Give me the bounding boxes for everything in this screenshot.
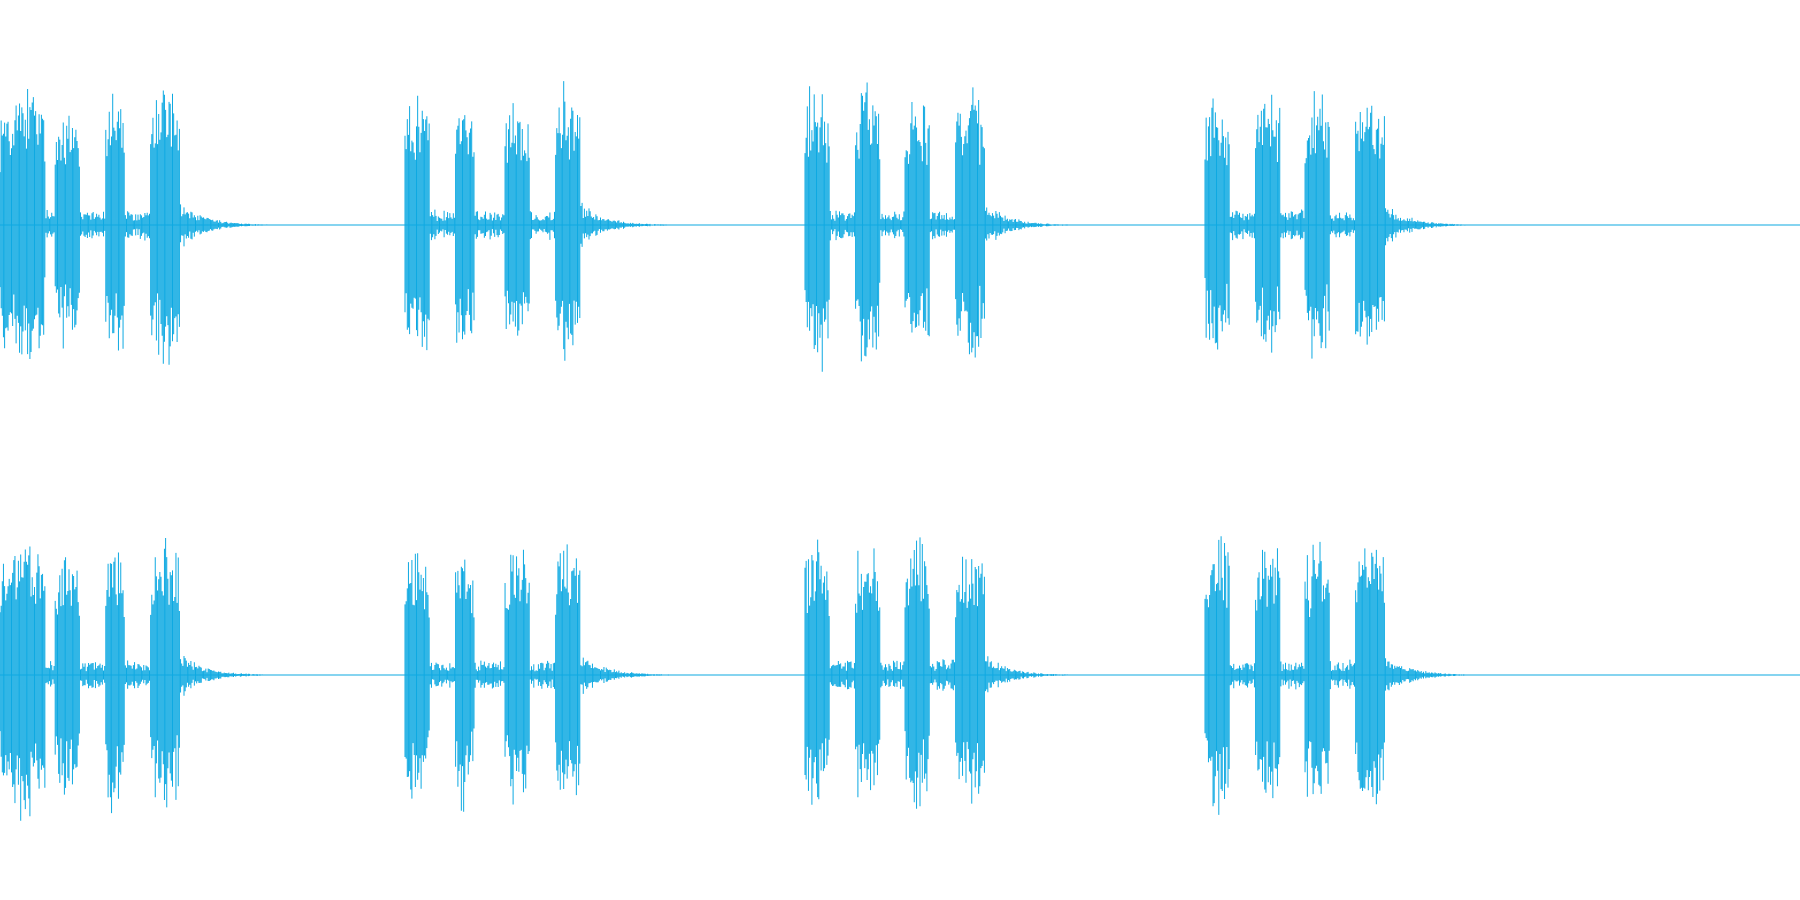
channel-top-waveform[interactable] [0,81,1800,372]
channel-top-signal [0,81,1481,372]
channel-bottom-waveform[interactable] [0,536,1800,821]
channel-bottom-signal [0,536,1481,821]
